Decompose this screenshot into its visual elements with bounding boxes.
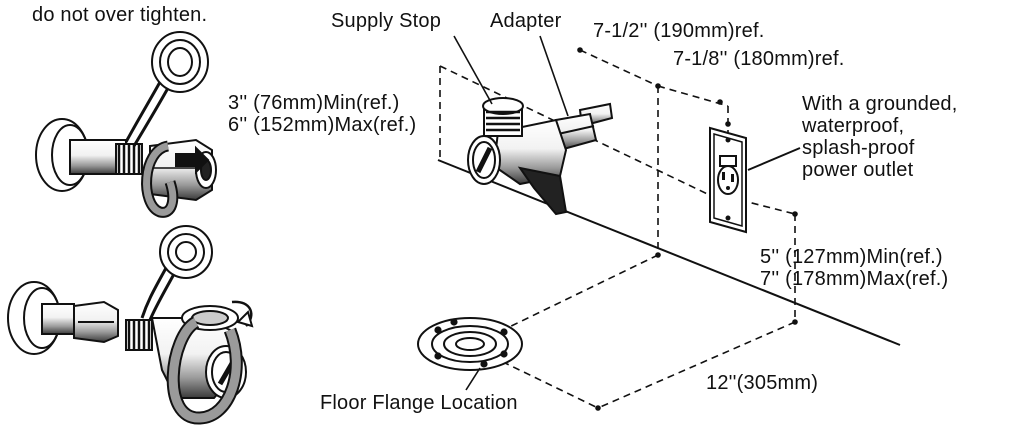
outlet-height-label: 5'' (127mm)Min(ref.) 7'' (178mm)Max(ref.… <box>760 246 948 290</box>
outlet-height-min: 5'' (127mm)Min(ref.) <box>760 246 943 268</box>
outlet-line-2: waterproof, <box>802 115 905 137</box>
outlet-line-1: With a grounded, <box>802 93 958 115</box>
label-leaders <box>453 35 569 391</box>
power-outlet-icon <box>709 121 801 234</box>
outlet-line-3: splash-proof <box>802 137 915 159</box>
floor-flange-icon <box>417 317 523 371</box>
supply-stop-assembly <box>467 97 614 216</box>
stop-height-max: 6'' (152mm)Max(ref.) <box>228 114 417 136</box>
wall-floor-lines <box>437 159 901 346</box>
supply-stop-label: Supply Stop <box>331 10 442 32</box>
outlet-line-4: power outlet <box>802 159 914 181</box>
dimension-12-label: 12''(305mm) <box>706 372 819 394</box>
step1-illustration <box>35 31 217 218</box>
outlet-height-max: 7'' (178mm)Max(ref.) <box>760 268 949 290</box>
adapter-label: Adapter <box>490 10 562 32</box>
floor-flange-label: Floor Flange Location <box>320 392 518 414</box>
outlet-description: With a grounded, waterproof, splash-proo… <box>802 93 958 181</box>
stop-height-min: 3'' (76mm)Min(ref.) <box>228 92 400 114</box>
dimension-points <box>577 47 798 411</box>
dimension-7-1-2-label: 7-1/2'' (190mm)ref. <box>593 20 765 42</box>
dimension-7-1-8-label: 7-1/8'' (180mm)ref. <box>673 48 845 70</box>
step2-illustration <box>7 225 254 425</box>
stop-height-label: 3'' (76mm)Min(ref.) 6'' (152mm)Max(ref.) <box>228 92 416 136</box>
step2-pipe <box>41 303 75 335</box>
tighten-note: do not over tighten. <box>32 4 208 26</box>
